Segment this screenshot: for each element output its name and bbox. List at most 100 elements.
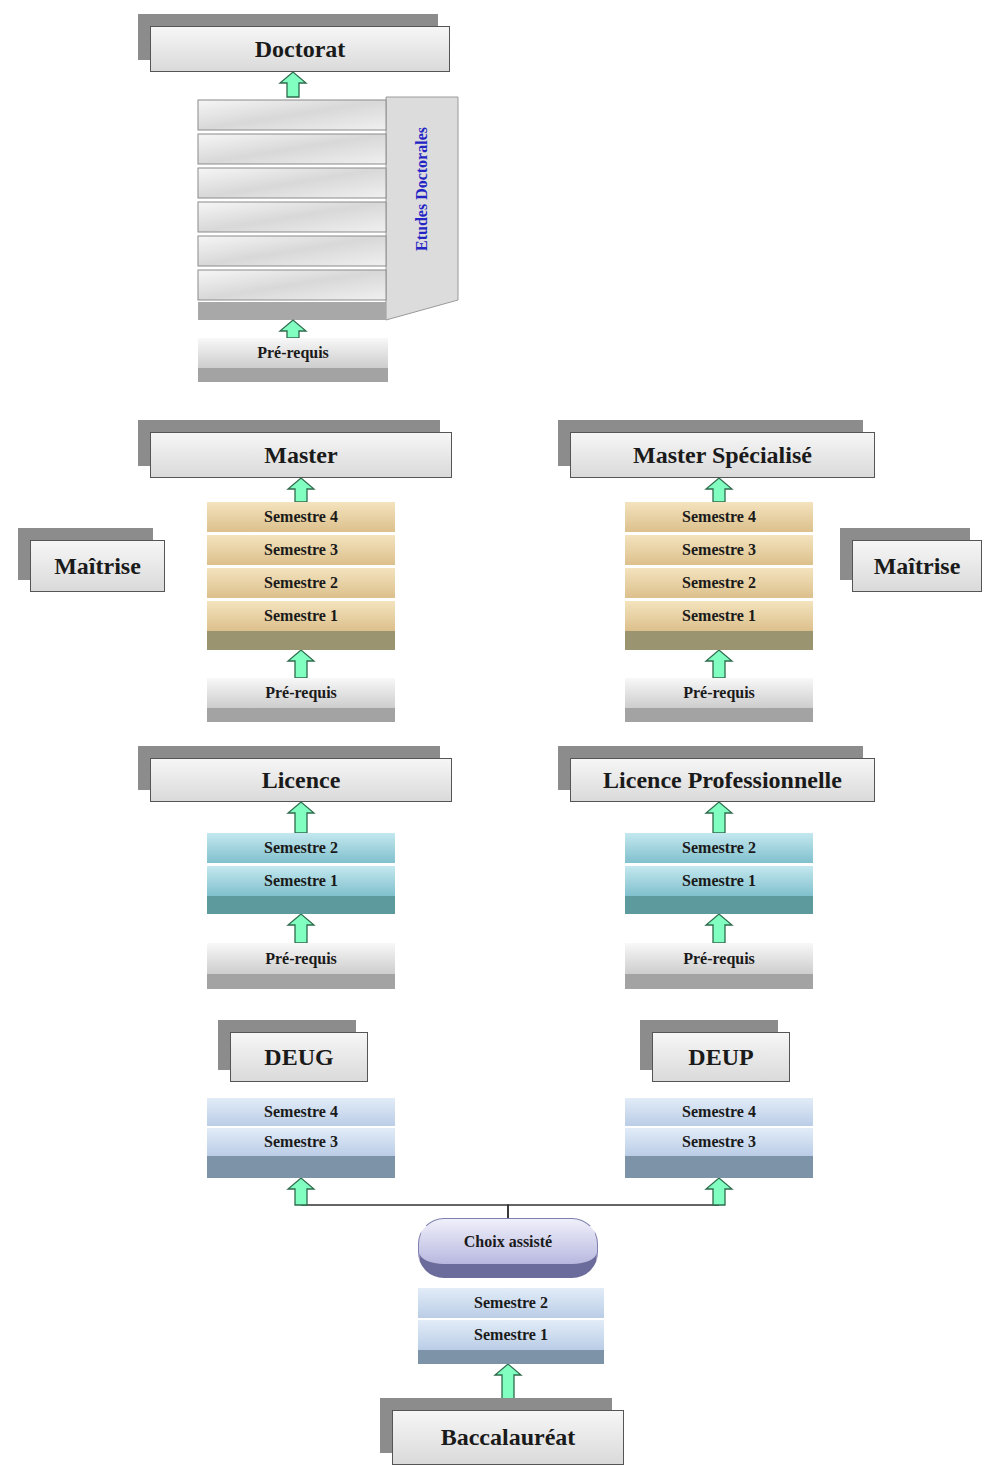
node-label: Semestre 2 (474, 1294, 548, 1312)
node-label: Semestre 3 (682, 541, 756, 559)
node-label: Pré-requis (683, 950, 755, 968)
up-arrow-connector (280, 320, 306, 338)
semester-band: Semestre 4 (207, 502, 395, 532)
up-arrow-connector (288, 802, 314, 833)
node-label: Semestre 4 (264, 508, 338, 526)
node-label: Semestre 3 (264, 541, 338, 559)
node-label: Semestre 2 (264, 574, 338, 592)
semester-band: Pré-requis (625, 943, 813, 989)
node-label: Choix assisté (464, 1233, 552, 1251)
choice-pill: Choix assisté (418, 1218, 598, 1278)
scroll-banner: Licence (150, 758, 452, 802)
block-arrow (288, 478, 314, 502)
semester-band: Semestre 1 (418, 1320, 604, 1364)
semester-band: Semestre 4 (625, 1098, 813, 1126)
block-arrow (280, 320, 306, 338)
study-stack: Etudes Doctorales (198, 97, 458, 320)
scroll-banner: Baccalauréat (392, 1410, 624, 1465)
up-arrow-connector (280, 72, 306, 97)
node-label: Master (264, 442, 337, 469)
node-label: Doctorat (255, 36, 346, 63)
stack-layer (198, 100, 386, 130)
block-arrow (288, 914, 314, 943)
semester-band: Semestre 1 (207, 601, 395, 650)
node-label: Semestre 3 (682, 1133, 756, 1151)
scroll-banner: DEUP (652, 1032, 790, 1082)
semester-band: Semestre 3 (625, 535, 813, 565)
node-label: Semestre 2 (682, 574, 756, 592)
up-arrow-connector (495, 1364, 521, 1410)
node-label: Semestre 1 (264, 607, 338, 625)
semester-band: Semestre 1 (625, 866, 813, 914)
node-label: Master Spécialisé (633, 442, 812, 469)
node-label: Semestre 1 (474, 1326, 548, 1344)
semester-band: Semestre 3 (625, 1128, 813, 1178)
semester-band: Semestre 2 (207, 568, 395, 598)
block-arrow (706, 1178, 732, 1205)
node-label: Pré-requis (683, 684, 755, 702)
stack-base (198, 302, 386, 320)
semester-band: Semestre 2 (207, 833, 395, 863)
semester-band: Semestre 4 (625, 502, 813, 532)
node-label: Semestre 2 (682, 839, 756, 857)
semester-band: Pré-requis (207, 943, 395, 989)
scroll-banner: Maîtrise (852, 540, 982, 592)
branch-line (508, 1205, 719, 1218)
stack-layer (198, 270, 386, 300)
semester-band: Pré-requis (198, 338, 388, 382)
block-arrow (495, 1364, 521, 1410)
scroll-banner: Doctorat (150, 26, 450, 72)
stack-layer (198, 202, 386, 232)
up-arrow-connector (706, 478, 732, 502)
semester-band: Pré-requis (207, 678, 395, 722)
block-arrow (706, 802, 732, 833)
stack-layer (198, 236, 386, 266)
node-label: Semestre 4 (682, 1103, 756, 1121)
node-label: Semestre 2 (264, 839, 338, 857)
scroll-banner: Licence Professionnelle (570, 758, 875, 802)
semester-band: Semestre 3 (207, 535, 395, 565)
node-label: Semestre 4 (264, 1103, 338, 1121)
node-label: DEUG (264, 1044, 333, 1071)
block-arrow (288, 650, 314, 678)
up-arrow-connector (288, 914, 314, 943)
semester-band: Semestre 1 (625, 601, 813, 650)
scroll-banner: DEUG (230, 1032, 368, 1082)
block-arrow (706, 914, 732, 943)
up-arrow-connector (508, 1178, 732, 1218)
node-label: Maîtrise (874, 553, 961, 580)
node-label: Licence Professionnelle (603, 767, 842, 794)
node-label: Pré-requis (265, 950, 337, 968)
node-label: Pré-requis (257, 344, 329, 362)
up-arrow-connector (706, 802, 732, 833)
node-label: Baccalauréat (441, 1424, 576, 1451)
node-label: Pré-requis (265, 684, 337, 702)
block-arrow (280, 72, 306, 97)
node-label: Etudes Doctorales (413, 127, 431, 251)
node-label: Semestre 1 (682, 607, 756, 625)
node-label: Licence (262, 767, 341, 794)
stack-layer (198, 168, 386, 198)
block-arrow (706, 478, 732, 502)
stack-layer (198, 134, 386, 164)
node-label: Semestre 1 (682, 872, 756, 890)
semester-band: Semestre 4 (207, 1098, 395, 1126)
semester-band: Semestre 3 (207, 1128, 395, 1178)
scroll-banner: Master Spécialisé (570, 432, 875, 478)
up-arrow-connector (288, 650, 314, 678)
block-arrow (706, 650, 732, 678)
up-arrow-connector (706, 914, 732, 943)
node-label: DEUP (688, 1044, 753, 1071)
up-arrow-connector (288, 1178, 508, 1218)
up-arrow-connector (288, 478, 314, 502)
semester-band: Semestre 1 (207, 866, 395, 914)
scroll-banner: Maîtrise (30, 540, 165, 592)
node-label: Maîtrise (54, 553, 141, 580)
semester-band: Semestre 2 (418, 1288, 604, 1318)
node-label: Semestre 3 (264, 1133, 338, 1151)
stack-side-panel (386, 97, 458, 320)
semester-band: Semestre 2 (625, 833, 813, 863)
scroll-banner: Master (150, 432, 452, 478)
